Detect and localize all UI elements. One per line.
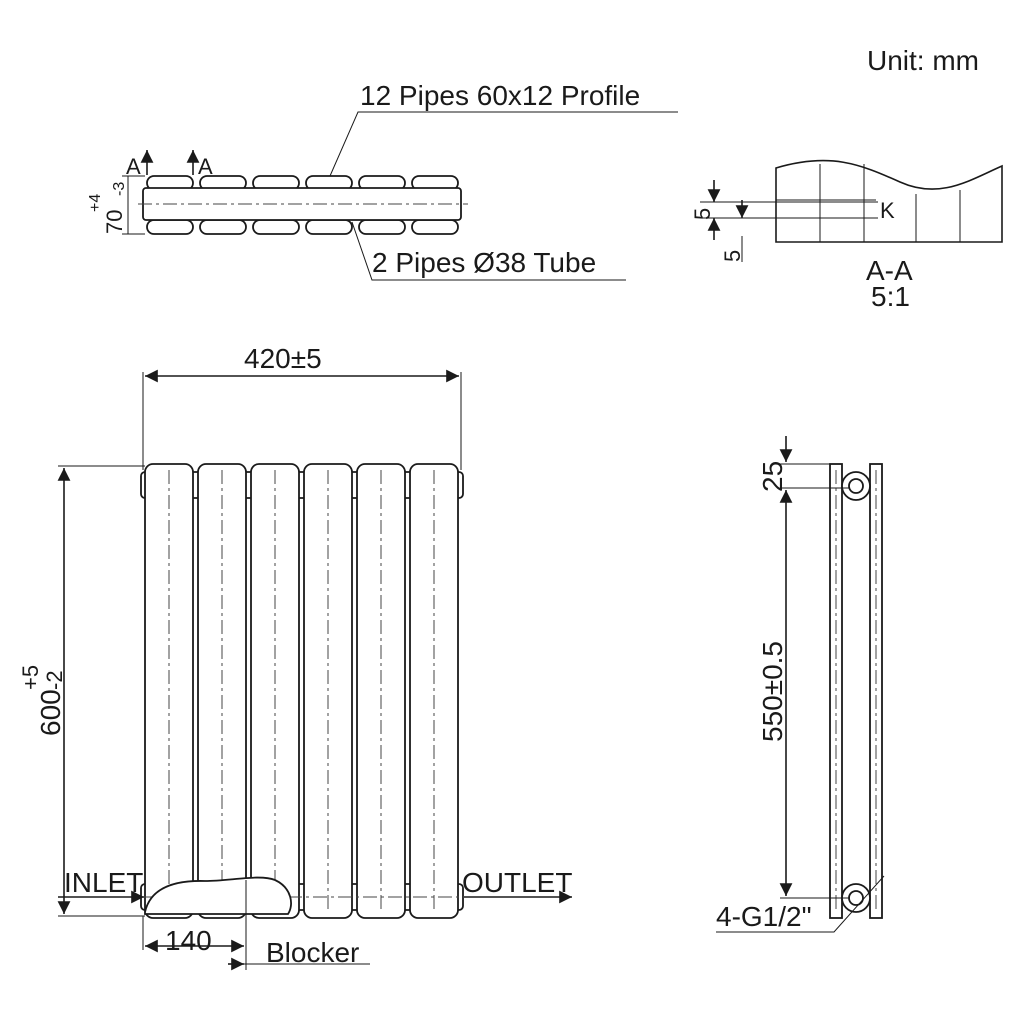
top-view: 12 Pipes 60x12 Profile 2 Pipes Ø38 Tube … [87,80,678,281]
blocker-shape [144,876,292,915]
height-tol-bottom: -2 [42,670,67,690]
section-a-a: 5 5 K A-A 5:1 [690,159,1003,312]
outlet-label: OUTLET [462,867,572,898]
top-profiles-row [146,175,459,191]
front-view: 420±5 600 +5 -2 [18,343,572,971]
profile-leader [329,111,678,177]
vertical-profiles [144,463,459,919]
connection-label: 4-G1/2" [716,901,812,932]
tube-label: 2 Pipes Ø38 Tube [372,247,596,278]
width-dim: 420±5 [244,343,322,374]
tube-leader [351,221,626,281]
offset-dim: 140 [165,925,212,956]
section-scale: 5:1 [871,281,910,312]
section-k: K [880,198,895,223]
height-tol-top: +5 [18,665,43,690]
connection-leader [716,875,885,933]
svg-text:-3: -3 [111,182,128,196]
blocker-label: Blocker [266,937,359,968]
side-view: 25 550±0.5 4-G1/2" [716,436,885,933]
height-dim: 600 [35,689,66,736]
top-offset-dim: 25 [757,461,788,492]
section-dim-2: 5 [720,250,745,262]
svg-text:+4: +4 [87,194,104,212]
unit-label: Unit: mm [867,45,979,76]
section-a-right: A [198,154,213,179]
center-dim: 550±0.5 [757,641,788,742]
bottom-profiles-row [146,219,459,235]
section-a-left: A [126,154,141,179]
section-title: A-A [866,255,913,286]
profile-label: 12 Pipes 60x12 Profile [360,80,640,111]
section-dim-1: 5 [690,208,715,220]
inlet-label: INLET [64,867,143,898]
depth-dim: 70 [102,210,127,234]
